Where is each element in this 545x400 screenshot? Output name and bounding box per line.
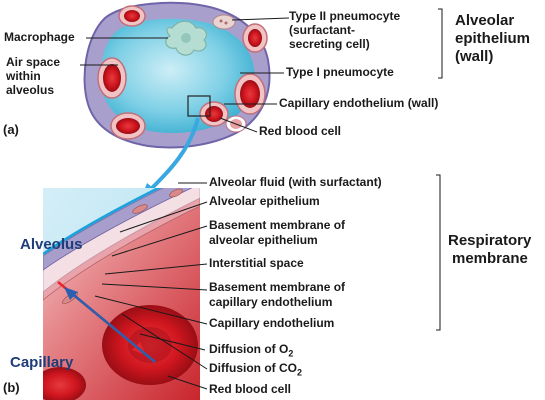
label-bm-capillary-line2: capillary endothelium	[209, 295, 333, 309]
label-capillary-endothelium-wall: Capillary endothelium (wall)	[279, 96, 439, 110]
region-alveolus: Alveolus	[20, 236, 83, 253]
label-air-space-line3: alveolus	[6, 83, 55, 97]
group-alveolar-line2: epithelium	[455, 30, 531, 47]
group-alveolar-line3: (wall)	[455, 48, 494, 65]
label-diffusion-co2: Diffusion of CO2	[209, 361, 302, 378]
alveolus-cross-section	[83, 1, 271, 149]
label-air-space-line2: within	[6, 69, 41, 83]
label-type-ii-line2: (surfactant-	[289, 23, 356, 37]
label-macrophage: Macrophage	[4, 30, 75, 44]
panel-b-tag: (b)	[3, 380, 20, 395]
label-red-blood-cell-b: Red blood cell	[209, 382, 292, 396]
leader-lines-a	[80, 17, 290, 133]
label-bm-alveolar-line2: alveolar epithelium	[209, 233, 318, 247]
label-bm-capillary-line1: Basement membrane of	[209, 280, 346, 294]
label-type-i: Type I pneumocyte	[286, 65, 394, 79]
group-alveolar-line1: Alveolar	[455, 12, 515, 29]
co2-diffusion-arrow	[69, 291, 156, 363]
leader-lines-b	[94, 182, 208, 390]
zoom-arrow	[148, 117, 200, 192]
panel-a-tag: (a)	[3, 122, 19, 137]
label-alveolar-fluid: Alveolar fluid (with surfactant)	[209, 175, 382, 189]
label-type-ii-line3: secreting cell)	[289, 37, 370, 51]
label-alveolar-epithelium: Alveolar epithelium	[209, 194, 320, 208]
group-respiratory-line1: Respiratory	[448, 232, 532, 249]
alveolar-fluid-line	[43, 188, 162, 256]
label-type-ii-line1: Type II pneumocyte	[289, 9, 401, 23]
group-respiratory-line2: membrane	[452, 250, 528, 267]
alveolar-epithelium-bracket	[438, 8, 443, 79]
capillaries	[97, 5, 268, 140]
label-interstitial-space: Interstitial space	[209, 256, 304, 270]
label-capillary-endothelium: Capillary endothelium	[209, 316, 335, 330]
label-air-space-line1: Air space	[6, 55, 61, 69]
type-ii-pneumocyte	[212, 14, 236, 30]
respiratory-membrane-bracket	[436, 174, 441, 331]
region-capillary: Capillary	[10, 354, 74, 371]
red-blood-cell-a	[205, 106, 223, 122]
label-red-blood-cell-a: Red blood cell	[259, 124, 342, 138]
label-diffusion-o2: Diffusion of O2	[209, 342, 294, 359]
zoom-box	[187, 95, 211, 117]
label-bm-alveolar-line1: Basement membrane of	[209, 218, 346, 232]
alveolar-epithelium-layer	[43, 188, 193, 271]
respiratory-membrane-closeup	[43, 188, 200, 400]
